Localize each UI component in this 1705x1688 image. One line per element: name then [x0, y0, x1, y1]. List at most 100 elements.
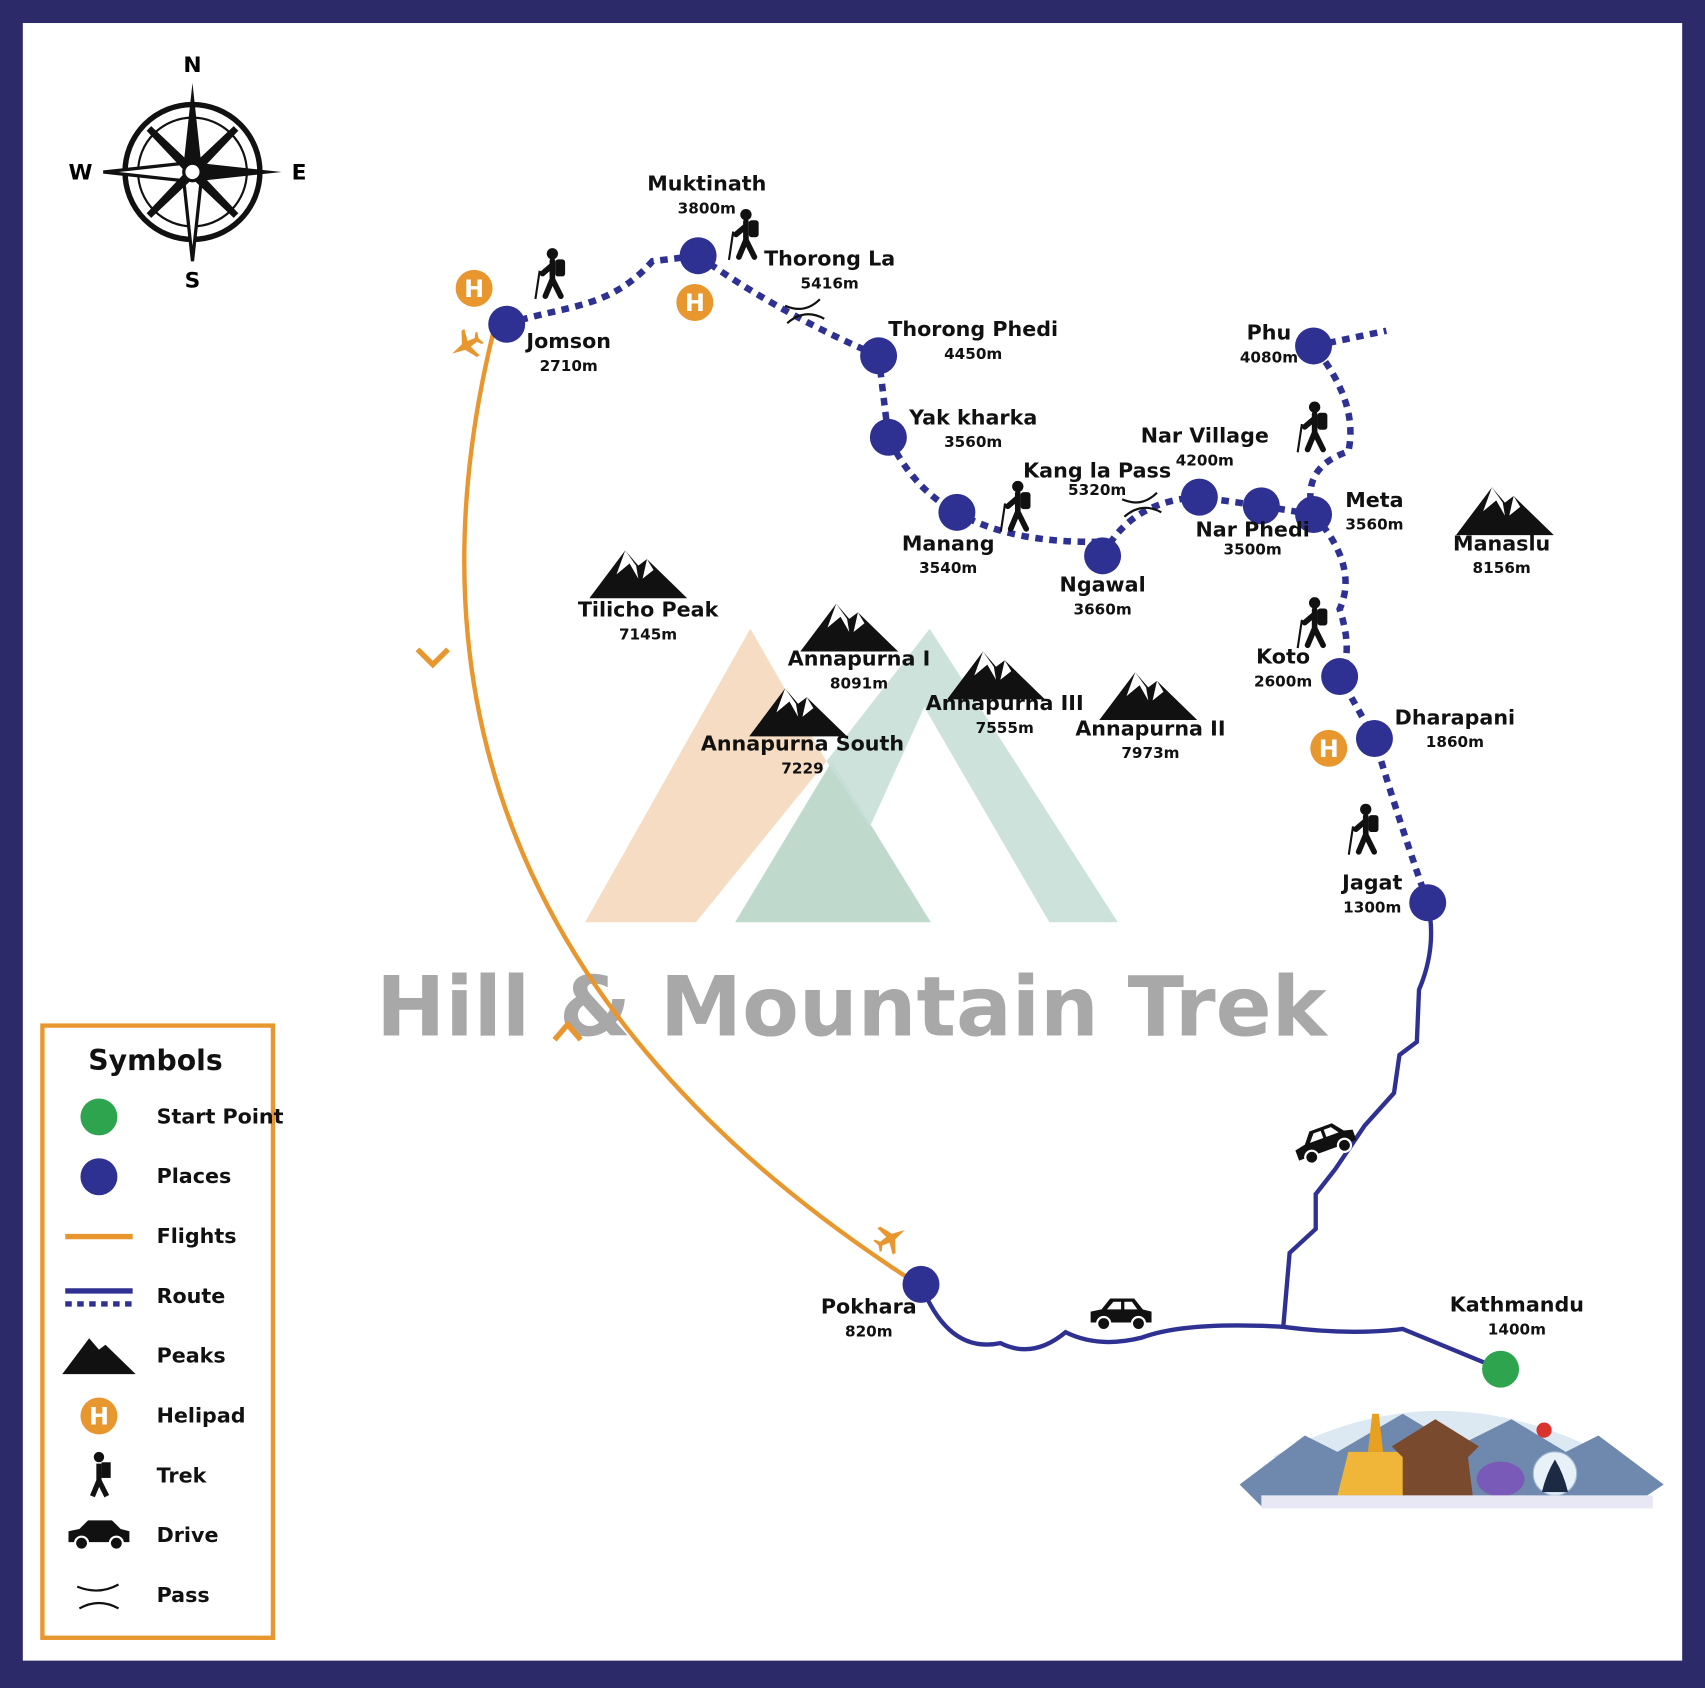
mountain-snow [974, 651, 1012, 680]
letter: H [89, 1403, 109, 1431]
trek-icon [534, 248, 566, 300]
peak-icon [749, 688, 848, 737]
compass-n: N [183, 53, 201, 78]
place-elevation: 1860m [1426, 733, 1484, 751]
hiker-pack [1020, 492, 1031, 510]
hiker-pole [999, 503, 1007, 532]
place-marker [1084, 537, 1122, 575]
hiker-pole [727, 231, 735, 261]
legend-label: Trek [157, 1463, 208, 1487]
place-elevation: 3560m [944, 433, 1002, 451]
car-wheel [1096, 1315, 1112, 1332]
trek-route [696, 253, 880, 359]
logo-shape [826, 628, 1118, 923]
mountain-snow [776, 688, 814, 717]
pack [101, 1462, 111, 1478]
place-marker [902, 1265, 940, 1303]
place-elevation: 4200m [1176, 452, 1234, 470]
hiker-body [1301, 607, 1326, 649]
plane-icon [452, 328, 484, 357]
stupa-spire [1367, 1413, 1384, 1452]
hiker-pole [534, 270, 541, 300]
dot [80, 1158, 118, 1196]
mountain-shape [1455, 487, 1554, 536]
trek-icon [1296, 597, 1328, 649]
arc [78, 1601, 120, 1610]
wheel [73, 1535, 90, 1551]
place-marker [679, 237, 717, 275]
flight-direction-arrow [552, 1020, 583, 1042]
compass-w: W [68, 161, 92, 186]
peak-name: Annapurna II [1075, 716, 1225, 740]
stupa [1337, 1451, 1414, 1496]
pass-arc [784, 298, 821, 310]
hiker-pole [1296, 423, 1303, 453]
mountain-snow [1483, 487, 1521, 516]
peak-icon [800, 603, 899, 652]
plane-shape [873, 1226, 905, 1255]
peak-elevation: 7973m [1121, 744, 1179, 762]
body [90, 1463, 110, 1498]
helipad-circle [1310, 729, 1348, 767]
arc [76, 1583, 120, 1592]
drive-route [918, 1283, 1502, 1372]
compass-e: E [292, 161, 307, 186]
place-elevation: 1300m [1343, 899, 1401, 917]
legend-title: Symbols [88, 1044, 222, 1077]
place-elevation: 4080m [1240, 348, 1298, 366]
hiker-pack [1317, 608, 1328, 626]
watermark-text: Hill & Mountain Trek [376, 959, 1329, 1055]
place-marker [860, 337, 898, 375]
hiker-head [1308, 597, 1321, 609]
drive-icon [1090, 1298, 1152, 1332]
peak-icon [1099, 672, 1198, 721]
mountain-shape [800, 603, 899, 652]
legend-label: Flights [157, 1224, 237, 1248]
peak-elevation: 8156m [1473, 559, 1531, 577]
helipad-letter: H [464, 275, 484, 303]
helipad-icon: H [1310, 729, 1348, 767]
mountain-icon [62, 1338, 136, 1375]
clouds [1261, 1495, 1653, 1509]
peak-name: Tilicho Peak [578, 598, 720, 622]
hiker-icon [90, 1451, 111, 1498]
legend-label: Pass [157, 1583, 210, 1607]
place-marker [1409, 884, 1447, 922]
legend-label: Places [157, 1164, 232, 1188]
helipad-icon: H [676, 284, 714, 321]
place-name: Jomson [524, 329, 611, 353]
place-marker [1321, 658, 1359, 696]
place-name: Nar Village [1141, 424, 1269, 448]
route-line-icon [65, 1288, 133, 1307]
rhododendron [1536, 1422, 1552, 1438]
place-marker [1180, 478, 1218, 516]
kathmandu-landmarks-illustration [1239, 1410, 1664, 1509]
place-marker [488, 305, 526, 343]
legend: Symbols Start PointPlacesFlightsRoutePea… [40, 1023, 284, 1640]
place-name: Meta [1345, 488, 1403, 512]
peak-icon [589, 550, 688, 599]
place-marker [1295, 496, 1333, 534]
hiker-head [1360, 803, 1372, 816]
pass-icon [76, 1583, 120, 1610]
mountain-shape [749, 688, 848, 737]
helipad-icon: H [80, 1397, 118, 1435]
hiker-head [546, 248, 559, 260]
hiker-body [1353, 813, 1378, 855]
car-wheel [1336, 1137, 1353, 1153]
pass-elevation: 5416m [801, 274, 859, 292]
trek-icon [1347, 803, 1379, 855]
place-name: Koto [1256, 644, 1310, 668]
pass-arc [1121, 491, 1158, 504]
legend-label: Route [157, 1284, 226, 1308]
hiker-head [1308, 401, 1321, 413]
mountain-shape [589, 550, 688, 599]
watermark-logo: Hill & Mountain Trek [376, 628, 1329, 1055]
place-name: Nar Phedi [1195, 517, 1309, 541]
drive-route [1280, 902, 1434, 1330]
place-name: Ngawal [1060, 573, 1146, 597]
buddha [1541, 1459, 1568, 1493]
place-marker [1242, 487, 1280, 525]
